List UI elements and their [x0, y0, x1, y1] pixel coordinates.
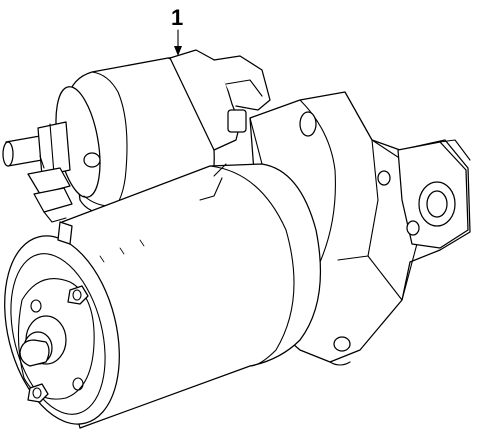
leader-arrow [174, 46, 182, 56]
motor-can [4, 163, 321, 429]
terminal-stud [2, 121, 73, 223]
callout-1: 1 [171, 5, 183, 56]
through-bolt-lower [27, 383, 49, 403]
callout-number: 1 [171, 5, 183, 30]
connector-bracket [57, 117, 263, 245]
through-bolt-upper [67, 285, 89, 305]
